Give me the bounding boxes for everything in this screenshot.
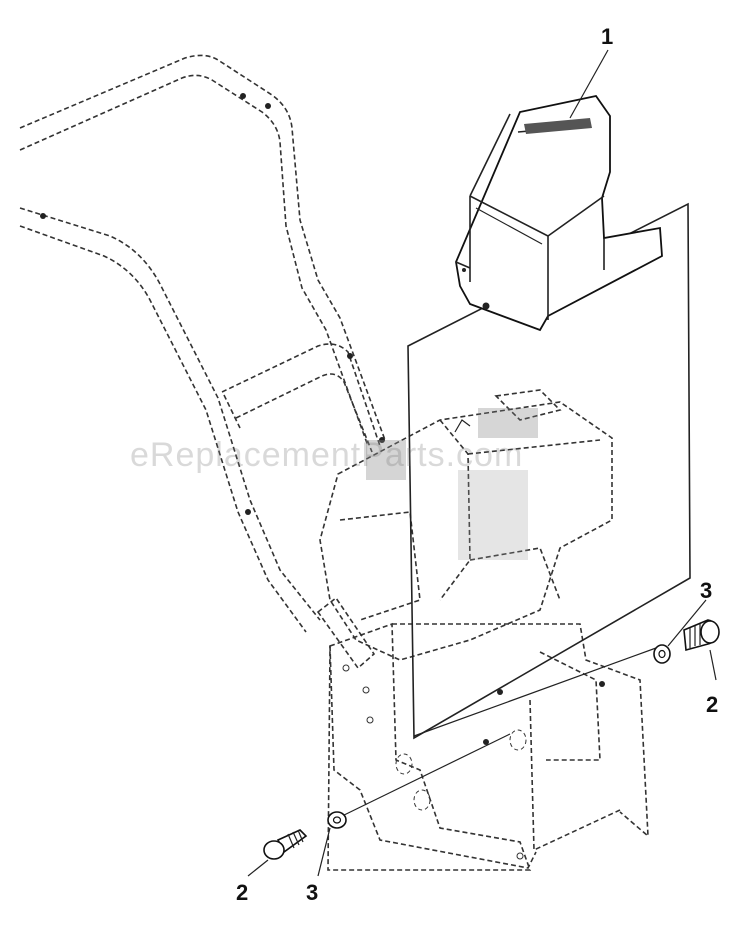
callout-1-top-cover: 1 [601,24,613,49]
callout-2-bolt-left: 2 [236,880,248,905]
callout-3-washer-right: 3 [700,578,712,603]
frame-plates [327,622,649,871]
callout-3-washer-left: 3 [306,880,318,905]
washer-left [327,811,347,829]
engine-block [319,389,613,661]
bolt-left [263,829,308,860]
handle-assembly [19,54,386,670]
leader-lines [247,49,717,877]
left-fastener [263,733,511,860]
watermark-text: eReplacementParts.com [130,436,524,474]
right-fastener [413,619,720,737]
washer-right [653,644,671,664]
callout-2-bolt-right: 2 [706,692,718,717]
top-cover [455,94,663,332]
bolt-right [683,619,720,652]
